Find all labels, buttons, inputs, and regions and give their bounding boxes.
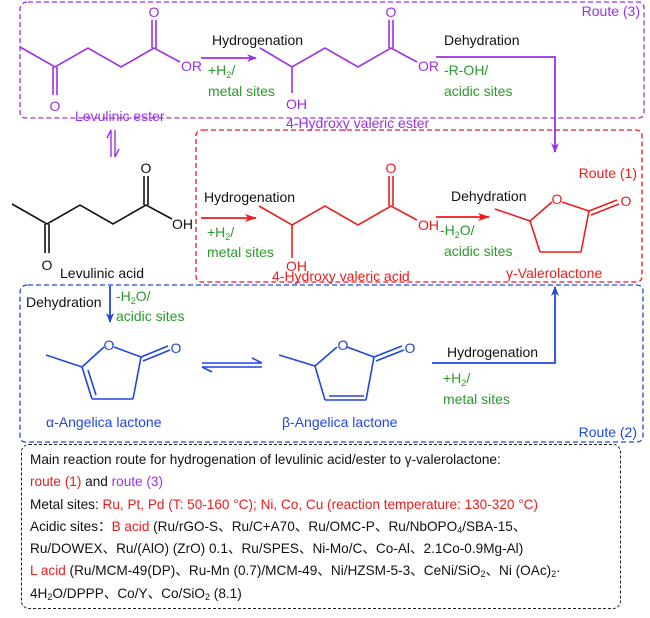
acidic-sites-line: Acidic sites：B acid (Ru/rGO-S、Ru/C+A70、R… xyxy=(30,516,620,538)
l-acid-label: L acid xyxy=(30,563,66,579)
metal-sites-label: Metal sites: xyxy=(30,496,103,512)
reagent-label: -H2O/ xyxy=(440,222,475,240)
catalyst-label: metal sites xyxy=(443,391,510,407)
route3-label: Route (3) xyxy=(582,3,640,19)
atom-o: O xyxy=(552,191,563,207)
atom-oh: OH xyxy=(286,258,307,274)
atom-o: O xyxy=(338,337,349,353)
l-acid-list: (8.1) xyxy=(210,585,242,601)
step-name: Hydrogenation xyxy=(447,344,538,360)
reagent-label: -R-OH/ xyxy=(444,62,488,78)
route3-dehydration-arrow xyxy=(436,56,559,153)
b-acid-label: B acid xyxy=(111,518,150,534)
atom-o: O xyxy=(141,160,152,176)
atom-oh: OH xyxy=(286,96,307,112)
route3-ref: route (3) xyxy=(111,474,163,490)
atom-o: O xyxy=(42,257,53,273)
atom-o: O xyxy=(386,4,397,20)
route2-label: Route (2) xyxy=(579,424,637,440)
l-acid-list: O/DPPP、Co/Y、Co/SiO xyxy=(52,585,205,601)
levulinic-ester-label: Levulinic ester xyxy=(75,108,165,124)
route1-ref: route (1) xyxy=(30,474,82,490)
atom-or: OR xyxy=(418,58,439,74)
route3-box xyxy=(19,1,645,119)
atom-oh: OH xyxy=(172,216,193,232)
step-name: Dehydration xyxy=(451,188,527,204)
atom-oh: OH xyxy=(418,217,439,233)
subscript: 2 xyxy=(47,591,53,602)
reagent-label: +H2/ xyxy=(207,224,234,242)
metal-sites-line: Metal sites: Ru, Pt, Pd (T: 50-160 °C); … xyxy=(30,494,620,516)
subscript: 2 xyxy=(551,569,557,580)
l-acid-list: 4H xyxy=(30,585,48,601)
summary-box: Main reaction route for hydrogenation of… xyxy=(21,444,621,609)
hydroxy-valeric-acid-label: 4-Hydroxy valeric acid xyxy=(272,268,410,284)
catalyst-label: acidic sites xyxy=(444,243,512,259)
step-name: Hydrogenation xyxy=(212,32,303,48)
step-name: Dehydration xyxy=(26,294,102,310)
b-acid-list: /SBA-15、 xyxy=(462,518,527,534)
subscript: 4 xyxy=(457,524,463,535)
beta-angelica-lactone-structure xyxy=(278,345,405,401)
and-text: and xyxy=(81,474,112,490)
atom-o: O xyxy=(386,160,397,176)
catalyst-label: metal sites xyxy=(208,83,275,99)
atom-o: O xyxy=(50,98,61,114)
ester-acid-equilibrium-arrow xyxy=(106,129,120,158)
atom-or: OR xyxy=(181,58,202,74)
l-acid-list: · xyxy=(556,563,561,579)
reagent-label: +H2/ xyxy=(208,62,235,80)
alpha-angelica-lactone-structure xyxy=(45,345,171,400)
atom-o: O xyxy=(104,337,115,353)
lactone-equilibrium-arrow xyxy=(201,357,263,373)
reagent-label: -H2O/ xyxy=(116,288,151,306)
levulinic-acid-structure xyxy=(11,176,173,253)
step-name: Dehydration xyxy=(444,32,520,48)
subscript: 2 xyxy=(480,569,486,580)
beta-angelica-lactone-label: β-Angelica lactone xyxy=(282,414,398,430)
l-acid-line: L acid (Ru/MCM-49(DP)、Ru-Mn (0.7)/MCM-49… xyxy=(30,560,620,582)
atom-o: O xyxy=(149,4,160,20)
route1-box xyxy=(195,129,643,283)
summary-title: Main reaction route for hydrogenation of… xyxy=(30,452,501,467)
levulinic-ester-structure xyxy=(19,20,181,95)
summary-routes: route (1) and route (3) xyxy=(30,471,620,493)
gamma-valerolactone-structure xyxy=(494,199,620,253)
levulinic-acid-label: Levulinic acid xyxy=(60,265,144,281)
metal-sites-value: Ru, Pt, Pd (T: 50-160 °C); Ni, Co, Cu (r… xyxy=(102,496,539,512)
catalyst-label: metal sites xyxy=(207,244,274,260)
acidic-sites-label: Acidic sites： xyxy=(30,518,112,534)
step-name: Hydrogenation xyxy=(204,189,295,205)
gamma-valerolactone-label: γ-Valerolactone xyxy=(506,265,602,281)
catalyst-label: acidic sites xyxy=(116,308,184,324)
alpha-angelica-lactone-label: α-Angelica lactone xyxy=(46,414,162,430)
atom-o: O xyxy=(171,340,182,356)
route2-box xyxy=(19,284,644,443)
catalyst-label: acidic sites xyxy=(444,83,512,99)
l-acid-line2: 4H2O/DPPP、Co/Y、Co/SiO2 (8.1) xyxy=(30,583,620,605)
hydroxy-valeric-ester-structure xyxy=(259,20,418,93)
hydroxy-valeric-acid-structure xyxy=(258,176,418,258)
hydroxy-valeric-ester-label: 4-Hydroxy valeric ester xyxy=(286,115,429,131)
b-acid-line2: Ru/DOWEX、Ru/(AlO) (ZrO) 0.1、Ru/SPES、Ni-M… xyxy=(30,541,524,557)
route2-hydrogenation-arrow xyxy=(432,286,559,364)
subscript: 2 xyxy=(205,591,211,602)
b-acid-list: (Ru/rGO-S、Ru/C+A70、Ru/OMC-P、Ru/NbOPO xyxy=(149,518,458,534)
atom-o: O xyxy=(621,193,632,209)
reagent-label: +H2/ xyxy=(443,370,470,388)
atom-o: O xyxy=(405,340,416,356)
l-acid-list: (Ru/MCM-49(DP)、Ru-Mn (0.7)/MCM-49、Ni/HZS… xyxy=(65,563,481,579)
l-acid-list: 、Ni (OAc) xyxy=(485,563,552,579)
route1-label: Route (1) xyxy=(579,165,637,181)
